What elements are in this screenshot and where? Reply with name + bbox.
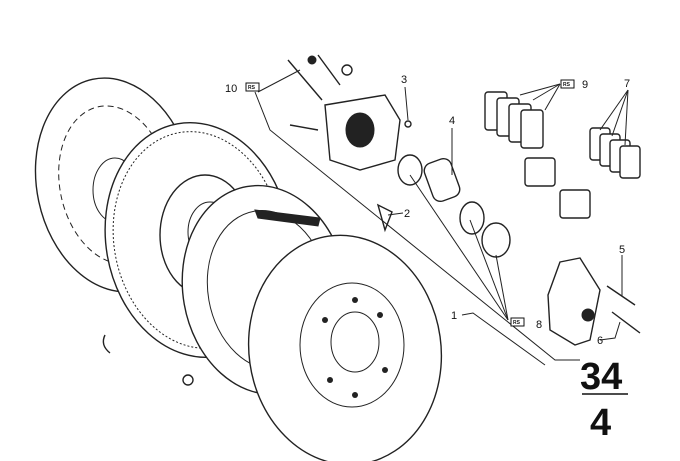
rs-badge-text: RS [248,85,256,91]
rs-badge-text: RS [513,320,521,326]
group-number: 34 [580,356,622,398]
rs-badge-text: RS [563,82,571,88]
rs-badge [245,82,260,92]
callout-4: 4 [449,115,455,127]
rs-badge [510,317,525,327]
callout-10: 10 [225,83,237,95]
callout-7: 7 [624,78,630,90]
callout-9: 9 [582,79,588,91]
callout-6: 6 [597,335,603,347]
callout-1: 1 [451,310,457,322]
clip [102,334,111,354]
callout-2: 2 [404,208,410,220]
brake-disc-front [247,234,443,461]
rs-badge [560,79,575,89]
bolt [182,374,194,386]
brake-caliper-rear [547,257,641,346]
callout-8: 8 [536,319,542,331]
callout-3: 3 [401,74,407,86]
leader-lines [254,69,629,366]
subgroup-number: 4 [590,402,611,444]
piston-seals [376,154,511,258]
callout-5: 5 [619,244,625,256]
brake-pads-set [589,127,641,179]
brake-caliper [287,54,412,171]
brake-pads [484,91,591,219]
